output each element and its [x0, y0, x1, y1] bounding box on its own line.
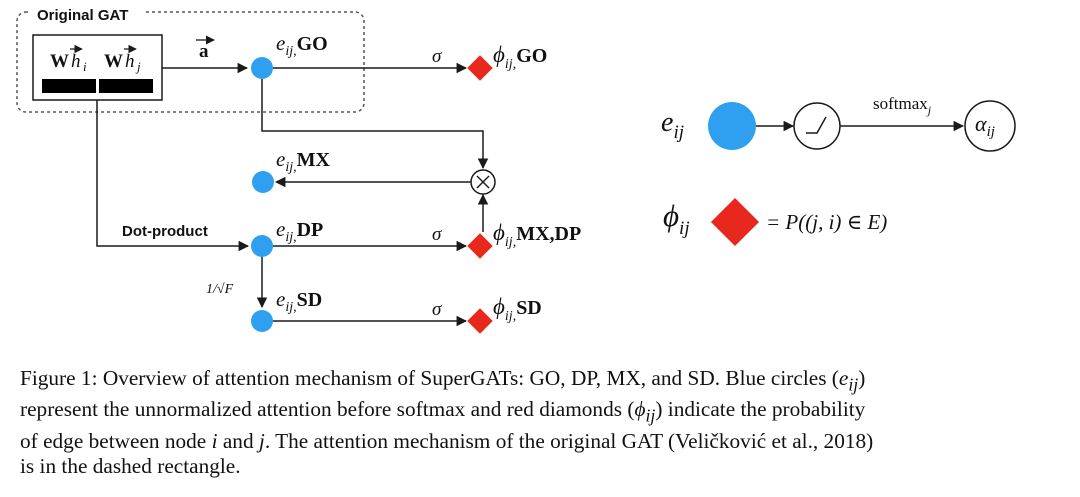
e-mx-node [252, 171, 274, 193]
phi-sd-label: ϕij,SD [493, 294, 542, 324]
original-gat-dashed-box [16, 11, 365, 113]
caption-line-3: of edge between node i and j. The attent… [20, 428, 874, 453]
phi-go-diamond [467, 55, 493, 81]
sigma-dp: σ [432, 224, 442, 245]
sigma-sd: σ [432, 299, 442, 320]
hj-bar [99, 79, 153, 93]
figure-caption: Figure 1: Overview of attention mechanis… [20, 366, 1070, 479]
phi-mx-dp-diamond [467, 233, 493, 259]
e-go-node [251, 57, 273, 79]
caption-line-2: represent the unnormalized attention bef… [20, 397, 866, 426]
legend-e-label: eij [661, 107, 684, 143]
sub-i: i [83, 59, 87, 74]
original-gat-label: Original GAT [37, 7, 128, 24]
alpha-label: αij [975, 111, 995, 140]
a-vector-label: a [199, 41, 209, 62]
e-sd-label: eij,SD [276, 287, 322, 315]
softmax-label: softmaxj [873, 94, 932, 117]
legend-e-node [708, 102, 756, 150]
caption-line-4: is in the dashed rectangle. [20, 453, 241, 478]
inv-sqrt-f-label: 1/√F [206, 282, 234, 297]
e-mx-label: eij,MX [276, 147, 330, 175]
dot-product-label: Dot-product [122, 223, 208, 240]
dot-product-line [96, 100, 250, 252]
legend-prob-label: = P((j, i) ∈ E) [766, 210, 887, 234]
relu-icon [806, 116, 827, 134]
e-sd-node [251, 310, 273, 332]
go-to-mx-line [261, 79, 489, 170]
wh-j-label: W [104, 51, 123, 72]
caption-line-1: Figure 1: Overview of attention mechanis… [20, 366, 866, 395]
phi-sd-diamond [467, 308, 493, 334]
sub-j: j [135, 59, 141, 74]
legend-phi-diamond [710, 197, 760, 247]
h-j-letter: h [125, 51, 135, 72]
h-i-letter: h [71, 51, 81, 72]
legend-relu-node [793, 102, 841, 150]
legend-alpha-node [964, 100, 1016, 152]
e-go-label: eij,GO [276, 31, 328, 59]
phi-mx-dp-label: ϕij,MX,DP [493, 220, 581, 250]
legend-phi-label: ϕij [663, 198, 690, 239]
attention-diagram: Original GAT W h i W h j a eij,GO σ ϕij,… [16, 5, 1016, 334]
e-dp-node [251, 235, 273, 257]
sigma-go: σ [432, 46, 442, 67]
e-dp-label: eij,DP [276, 217, 323, 245]
phi-go-label: ϕij,GO [493, 42, 547, 72]
wh-i-label: W [50, 51, 69, 72]
hi-bar [42, 79, 96, 93]
